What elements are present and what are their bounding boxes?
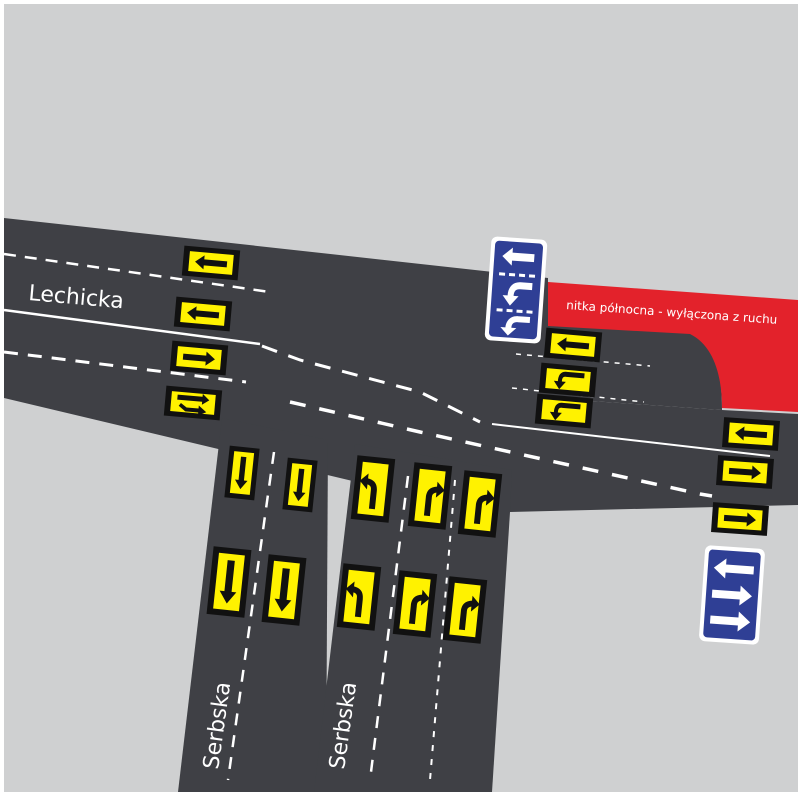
lane-sign-west-top-1 bbox=[181, 245, 241, 281]
lane-sign-east-2 bbox=[716, 455, 774, 489]
arrow-left-icon bbox=[713, 558, 755, 579]
lane-sign-center-1 bbox=[543, 327, 603, 363]
lane-sign-east-3 bbox=[711, 502, 769, 536]
north-info-sign bbox=[484, 236, 548, 344]
road-markings bbox=[3, 252, 771, 781]
lane-sign-west-top-2 bbox=[173, 296, 233, 332]
lane-sign-south-right-2 bbox=[407, 462, 453, 530]
lane-sign-south-left-3 bbox=[206, 546, 252, 618]
east-info-sign bbox=[699, 545, 765, 645]
lane-sign-south-left-4 bbox=[261, 554, 307, 626]
bend-down-left-icon bbox=[500, 316, 531, 336]
lane-sign-south-right-5 bbox=[392, 570, 438, 638]
lane-sign-center-3 bbox=[534, 393, 594, 429]
closed-carriageway bbox=[548, 282, 798, 412]
arrow-right-icon bbox=[711, 585, 752, 606]
lane-sign-center-2 bbox=[538, 362, 598, 398]
bend-down-left-icon bbox=[502, 282, 533, 306]
lane-sign-south-left-1 bbox=[224, 445, 260, 501]
lane-sign-south-right-4 bbox=[336, 563, 382, 631]
arrow-left-icon bbox=[502, 247, 535, 266]
lane-sign-south-right-6 bbox=[442, 576, 488, 644]
lane-sign-south-right-1 bbox=[350, 455, 396, 523]
lane-sign-south-right-3 bbox=[457, 470, 503, 538]
lane-sign-south-left-2 bbox=[282, 457, 318, 513]
lane-sign-west-bottom-1 bbox=[169, 340, 229, 376]
lane-sign-west-bottom-2 bbox=[163, 385, 223, 421]
lane-sign-east-1 bbox=[722, 417, 780, 451]
arrow-right-icon bbox=[709, 611, 751, 632]
